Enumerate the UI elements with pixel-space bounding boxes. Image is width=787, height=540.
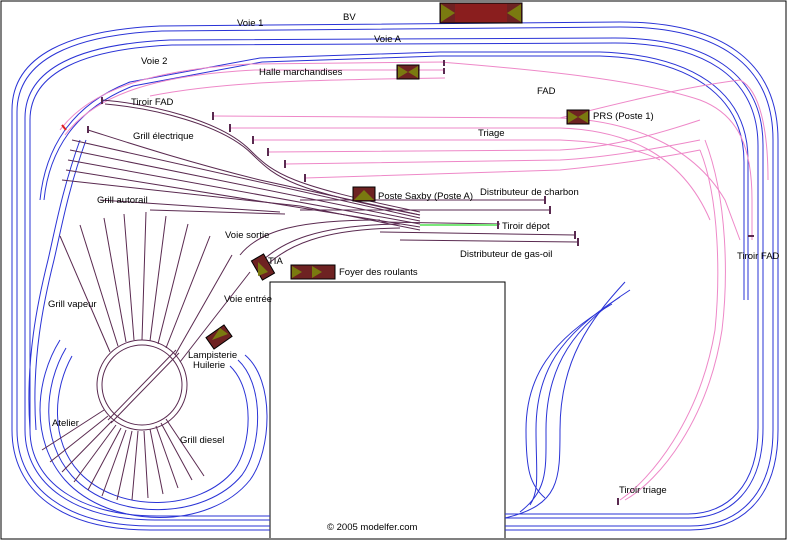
- label-grill-diesel: Grill diesel: [180, 435, 225, 446]
- label-foyer: Foyer des roulants: [339, 267, 418, 278]
- label-fad: FAD: [537, 86, 556, 97]
- label-tiroir-fad-right: Tiroir FAD: [737, 251, 780, 262]
- label-voie2: Voie 2: [141, 56, 168, 67]
- building-foyer: [290, 264, 336, 280]
- label-tiroir-fad-top: Tiroir FAD: [131, 97, 174, 108]
- label-halle: Halle marchandises: [259, 67, 343, 78]
- mainline-tracks: [11, 21, 779, 531]
- label-distrib-gasoil: Distributeur de gas-oil: [460, 249, 553, 260]
- building-bv: [439, 2, 523, 24]
- label-lampisterie: Lampisterie: [188, 350, 238, 361]
- label-voie-entree: Voie entrée: [224, 294, 273, 305]
- signal-mark: [61, 124, 67, 131]
- copyright: © 2005 modelfer.com: [327, 522, 418, 533]
- label-voie-sortie: Voie sortie: [225, 230, 270, 241]
- label-tiroir-triage: Tiroir triage: [619, 485, 667, 496]
- label-bv: BV: [343, 12, 356, 23]
- label-grill-autorail: Grill autorail: [97, 195, 148, 206]
- operator-well: [269, 281, 506, 538]
- label-tia: TIA: [268, 256, 283, 267]
- label-voie1: Voie 1: [237, 18, 264, 29]
- label-prs: PRS (Poste 1): [593, 111, 654, 122]
- label-poste-saxby: Poste Saxby (Poste A): [378, 191, 474, 202]
- label-grill-electrique: Grill électrique: [133, 131, 194, 142]
- label-triage: Triage: [478, 128, 505, 139]
- label-grill-vapeur: Grill vapeur: [48, 299, 97, 310]
- building-lampisterie: [205, 324, 233, 350]
- label-tiroir-depot: Tiroir dépot: [502, 221, 550, 232]
- label-atelier: Atelier: [52, 418, 79, 429]
- label-distrib-charbon: Distributeur de charbon: [480, 187, 579, 198]
- label-huilerie: Huilerie: [193, 360, 226, 371]
- building-halle: [396, 64, 420, 80]
- buffer-stops: [87, 60, 754, 505]
- building-saxby: [352, 186, 376, 202]
- building-tia: [250, 253, 276, 281]
- label-voie-a: Voie A: [374, 34, 401, 45]
- siding-tracks: [59, 61, 769, 501]
- depot-tracks: [41, 99, 579, 501]
- building-prs: [566, 109, 590, 125]
